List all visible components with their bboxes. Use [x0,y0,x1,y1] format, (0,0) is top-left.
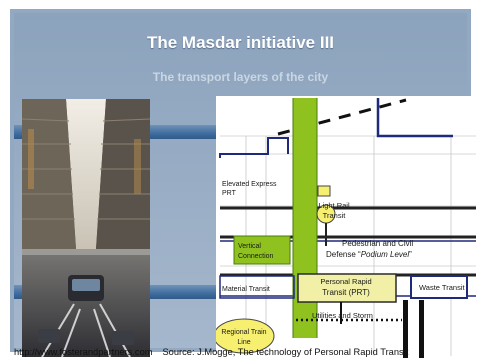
label-light-rail-2: Transit [323,211,347,220]
slide-subtitle: The transport layers of the city [152,70,329,84]
label-material-transit: Material Transit [222,286,270,293]
slide-footer: http://www.fosterandpartners.com Source: … [14,347,418,357]
label-waste-transit: Waste Transit [419,283,465,292]
label-utilities: Utilities and Storm [312,311,373,320]
label-prt-1: Personal Rapid [320,277,371,286]
label-vertical-connection-1: Vertical [238,243,261,250]
transport-layers-diagram: Elevated Express PRT Light Rail Transit … [213,96,478,358]
masdar-street-rendering [22,99,150,357]
label-prt-2: Transit (PRT) [322,288,370,297]
label-regional-train-1: Regional Train [221,329,266,336]
footer-url: http://www.fosterandpartners.com [14,347,153,357]
label-light-rail-1: Light Rail [318,201,350,210]
label-regional-train-2: Line [237,339,250,346]
footer-source: Source: J.Mogge, The technology of Perso… [162,347,409,357]
transport-layers-svg: Elevated Express PRT Light Rail Transit … [213,98,476,358]
label-elevated-express-1: Elevated Express [222,181,277,188]
rendering-illustration [22,99,150,357]
slide-title: The Masdar initiative III [146,33,335,52]
label-pedestrian-1: Pedestrian and Civil [342,239,413,248]
label-elevated-express-2: PRT [222,190,237,197]
label-vertical-connection-2: Connection [238,253,274,260]
label-pedestrian-2: Defense “Podium Level” [326,250,412,259]
